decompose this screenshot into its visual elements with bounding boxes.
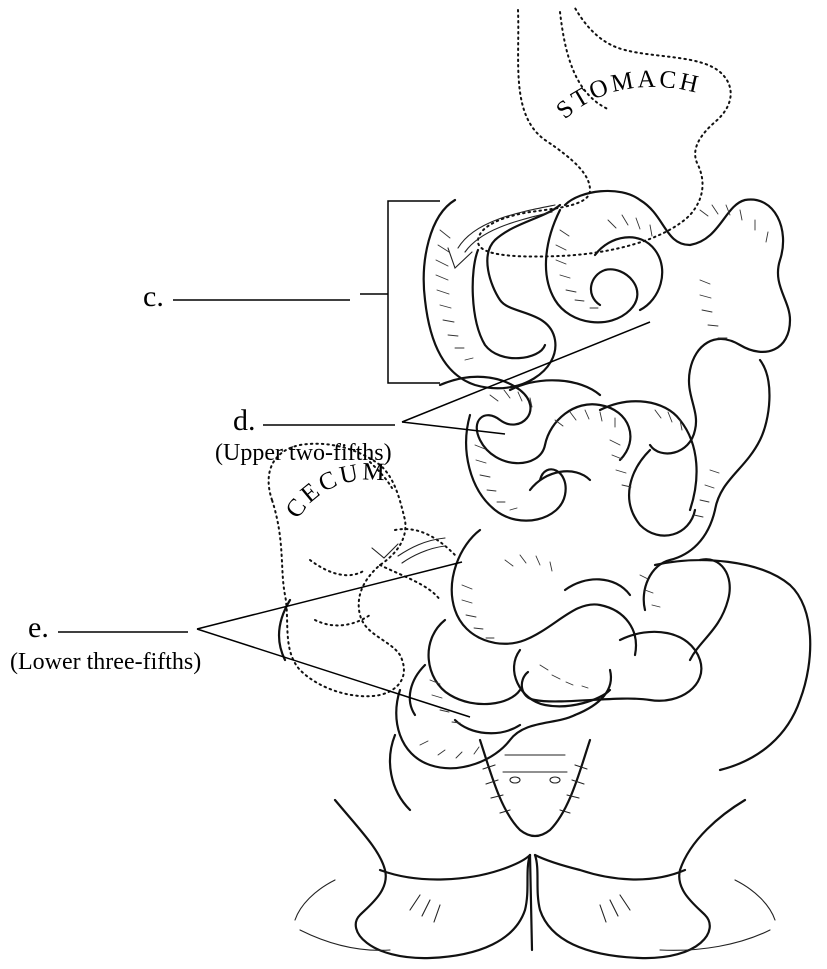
ileocecal-flow-arrow <box>372 538 445 563</box>
pelvis-outline <box>279 560 810 958</box>
small-intestine-coils <box>396 191 790 768</box>
label-e-note: (Lower three-fifths) <box>10 649 201 675</box>
cecum-label: CECUM <box>281 458 388 523</box>
stomach-outline <box>478 8 731 257</box>
label-e: e. (Lower three-fifths) <box>10 562 470 717</box>
label-d: d. (Upper two-fifths) <box>215 322 650 466</box>
label-e-leader-lower <box>197 629 470 717</box>
label-d-leader-upper <box>402 322 650 422</box>
label-c: c. <box>143 201 440 383</box>
duodenum-flow-arrow <box>448 205 555 268</box>
label-e-letter: e. <box>28 611 49 644</box>
label-d-leader-lower <box>402 422 505 434</box>
label-d-note: (Upper two-fifths) <box>215 440 392 466</box>
stomach-label: STOMACH <box>551 66 703 125</box>
label-d-letter: d. <box>233 404 256 437</box>
label-c-letter: c. <box>143 280 164 313</box>
